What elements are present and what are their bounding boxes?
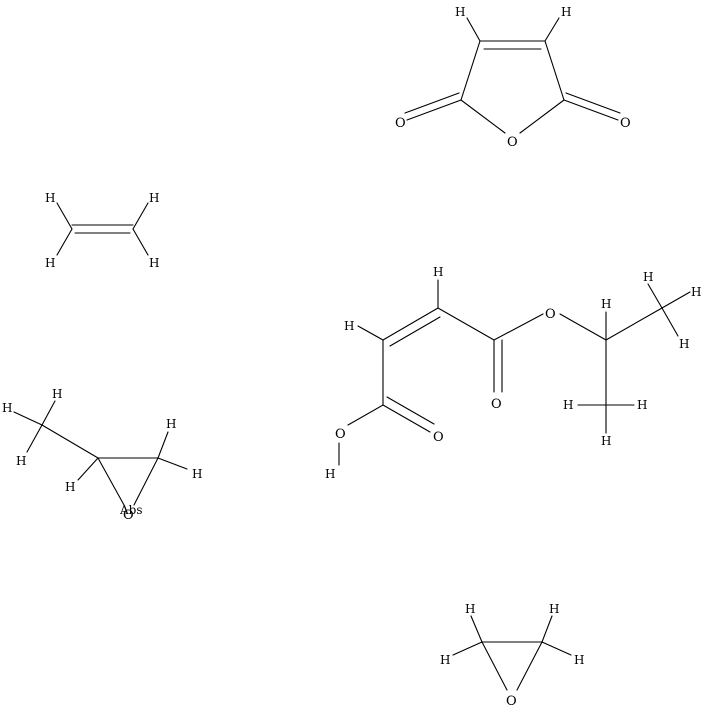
- atom-h: H: [643, 270, 653, 284]
- methyloxirane: O Abs H H H H H H: [2, 387, 202, 523]
- bond-ch: [452, 641, 483, 656]
- bond-ch: [541, 615, 553, 643]
- atom-h: H: [440, 653, 450, 667]
- bond-ch: [157, 431, 169, 459]
- bond-c-c: [437, 307, 495, 341]
- atom-h: H: [192, 467, 202, 481]
- atom-h: H: [45, 256, 55, 270]
- bond-ch: [132, 228, 149, 256]
- atom-o: O: [433, 430, 444, 445]
- stereo-label: Abs: [119, 503, 143, 517]
- atom-h: H: [2, 401, 12, 415]
- ethylene: H H H H: [45, 191, 159, 270]
- atom-o-hydroxyl: O: [335, 427, 346, 442]
- bond-alkene: [382, 307, 439, 341]
- bond-co-right-double: [565, 92, 621, 114]
- maleic-anhydride: H H O O O: [395, 5, 631, 150]
- bond-c-o-ring: [133, 457, 159, 506]
- bond-c-o-ring: [97, 457, 125, 506]
- atom-o-ester: O: [545, 307, 556, 322]
- bond-ch: [357, 325, 384, 341]
- atom-h: H: [601, 434, 611, 448]
- bond-ch: [661, 291, 691, 309]
- oxirane: O H H H H: [440, 602, 584, 709]
- atom-h: H: [166, 417, 176, 431]
- atom-h: H: [325, 467, 335, 481]
- atom-h: H: [679, 337, 689, 351]
- bond-c3-c4: [544, 40, 565, 101]
- bond-ch: [56, 228, 73, 256]
- bond-h-right: [544, 17, 560, 42]
- atom-h: H: [691, 285, 701, 299]
- bond-ch: [647, 283, 663, 309]
- atom-h: H: [455, 5, 465, 19]
- bond-c4-o: [519, 99, 565, 134]
- bond-ch: [41, 400, 56, 426]
- bond-ch: [470, 615, 483, 643]
- atom-h: H: [433, 265, 443, 279]
- bond-ch: [661, 307, 679, 337]
- atom-o: O: [620, 116, 631, 131]
- bond-c-o-ring: [481, 641, 508, 691]
- bond-co-acid: [382, 404, 431, 433]
- atom-h: H: [465, 602, 475, 616]
- bond-ch: [157, 457, 188, 470]
- bond-h-left: [466, 17, 481, 42]
- isopropyl-maleate: H H O O H H H H H H H O O: [325, 265, 701, 481]
- atom-o-ring: O: [507, 135, 518, 150]
- bond-co-left: [406, 99, 462, 121]
- atom-h: H: [637, 398, 647, 412]
- bond-alkene-double: [389, 316, 441, 347]
- bond-c2-c1: [460, 40, 481, 101]
- bond-c-me: [41, 424, 99, 459]
- atom-o: O: [491, 397, 502, 412]
- bond-ch: [132, 202, 149, 230]
- atom-h: H: [563, 398, 573, 412]
- atom-h: H: [344, 319, 354, 333]
- bond-co-acid-double: [386, 396, 435, 425]
- atom-h: H: [16, 454, 26, 468]
- bond-o-ch: [559, 313, 607, 341]
- atom-h: H: [45, 191, 55, 205]
- atom-h: H: [561, 5, 571, 19]
- bond-co-left-double: [404, 92, 460, 114]
- atom-h: H: [574, 653, 584, 667]
- bond-ch: [77, 457, 99, 481]
- bond-ch: [541, 641, 572, 656]
- atom-h: H: [149, 191, 159, 205]
- atom-o: O: [395, 116, 406, 131]
- bond-ch: [56, 202, 73, 230]
- bond-ch: [13, 411, 43, 426]
- atom-h: H: [52, 387, 62, 401]
- bond-c-oh: [347, 404, 384, 426]
- bond-co-right: [563, 99, 619, 121]
- atom-o-ring: O: [506, 694, 517, 709]
- bond-c-me1: [605, 307, 663, 341]
- atom-h: H: [601, 297, 611, 311]
- atom-h: H: [65, 480, 75, 494]
- bond-ch: [26, 424, 43, 453]
- atom-h: H: [549, 602, 559, 616]
- bond-c-o-ester: [493, 313, 544, 341]
- atom-h: H: [149, 256, 159, 270]
- bond-c-o-ring: [516, 641, 543, 691]
- atom-o-ring: O: [123, 508, 134, 523]
- bond-c1-o: [460, 99, 506, 134]
